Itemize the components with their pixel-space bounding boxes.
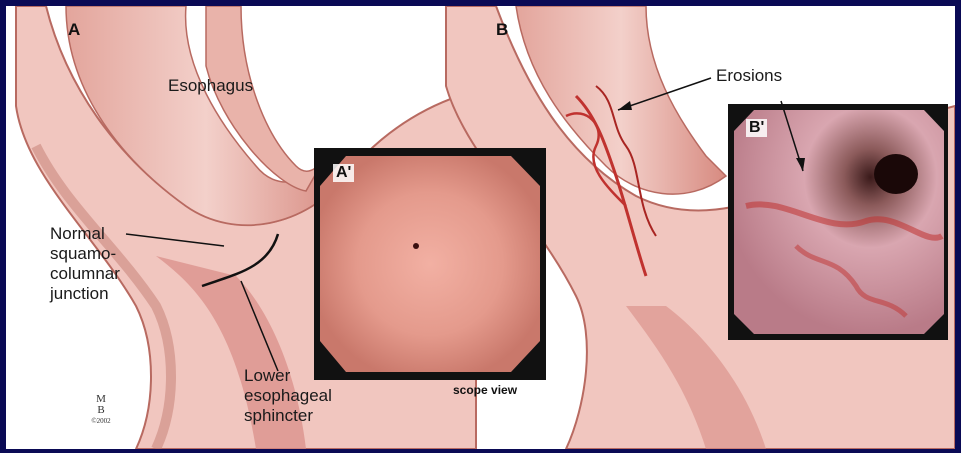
label-esophagus: Esophagus bbox=[168, 76, 253, 96]
inset-a-prime bbox=[314, 148, 546, 380]
label-erosions: Erosions bbox=[716, 66, 782, 86]
label-line: junction bbox=[50, 284, 109, 304]
artist-signature: M B ©2002 bbox=[89, 394, 113, 427]
label-line: Lower bbox=[244, 366, 290, 386]
illustration: A B Esophagus Erosions Normal squamo- co… bbox=[6, 6, 955, 449]
panel-label-b: B bbox=[496, 20, 508, 40]
signature-initial: B bbox=[89, 405, 113, 416]
inset-label-b-prime: B' bbox=[746, 119, 767, 137]
inset-b-prime bbox=[728, 104, 948, 340]
panel-label-a: A bbox=[68, 20, 80, 40]
label-line: Normal bbox=[50, 224, 105, 244]
label-line: esophageal bbox=[244, 386, 332, 406]
label-line: squamo- bbox=[50, 244, 116, 264]
caption-scope-view: scope view bbox=[453, 383, 517, 397]
signature-year: ©2002 bbox=[89, 416, 113, 427]
inset-label-a-prime: A' bbox=[333, 164, 354, 182]
label-line: columnar bbox=[50, 264, 120, 284]
label-line: sphincter bbox=[244, 406, 313, 426]
